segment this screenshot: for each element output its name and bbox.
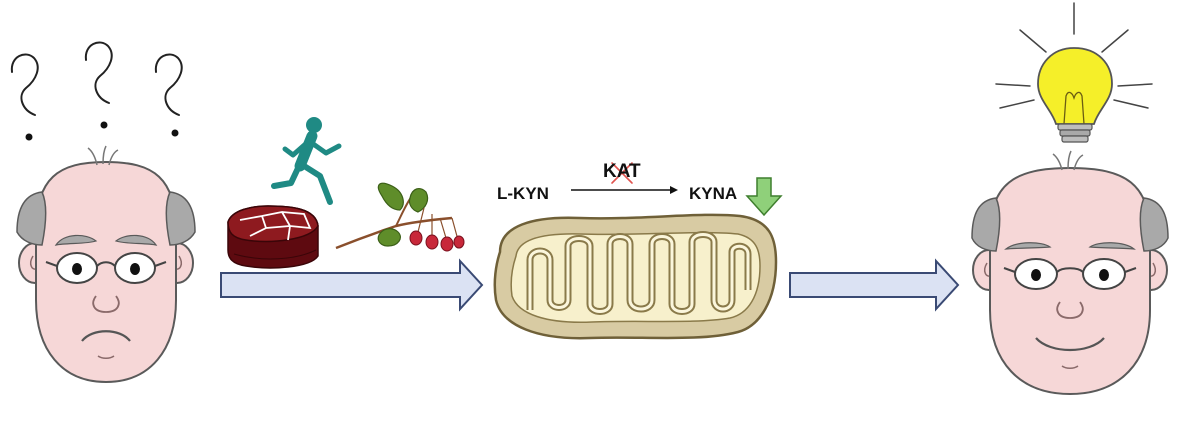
question-marks bbox=[10, 41, 183, 141]
lightbulb-icon bbox=[995, 2, 1153, 143]
runner-icon bbox=[271, 117, 342, 205]
down-arrow-icon bbox=[745, 177, 783, 217]
meat-icon bbox=[227, 205, 319, 269]
question-mark-icon bbox=[84, 41, 113, 129]
question-mark-icon bbox=[154, 53, 183, 137]
enzyme-inhibition-cross bbox=[611, 162, 633, 184]
mitochondrion-icon bbox=[493, 213, 778, 340]
flow-arrow-right bbox=[789, 258, 960, 312]
enzyme-label: KAT bbox=[603, 161, 641, 182]
product-label: KYNA bbox=[689, 184, 738, 203]
confused-elderly-face-icon bbox=[16, 145, 196, 384]
reaction-arrow bbox=[571, 186, 678, 194]
happy-elderly-face-icon bbox=[971, 150, 1169, 396]
berry-branch-icon bbox=[335, 182, 465, 252]
flow-arrow-left bbox=[220, 258, 484, 312]
substrate-label: L-KYN bbox=[497, 184, 549, 203]
question-mark-icon bbox=[10, 53, 39, 141]
